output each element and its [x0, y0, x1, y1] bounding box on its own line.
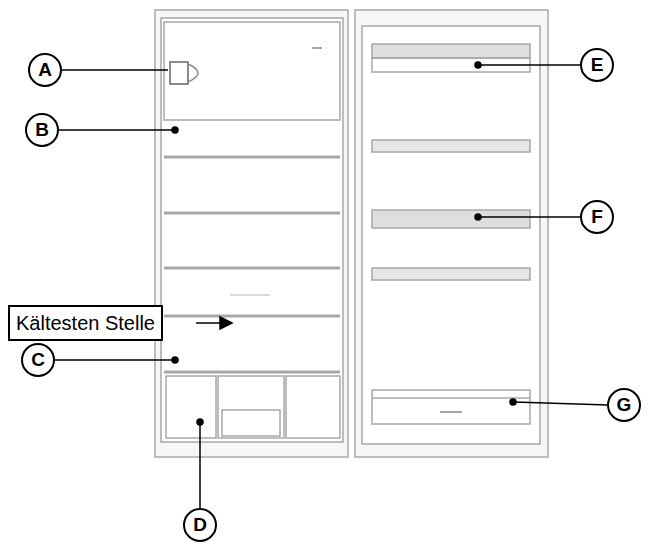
callout-circle: B	[25, 113, 59, 147]
callout-circle: C	[21, 343, 55, 377]
label-text: Kältesten Stelle	[16, 312, 155, 334]
callout-letter: A	[38, 59, 52, 81]
callout-letter: G	[617, 394, 632, 416]
callout-circle: A	[28, 53, 62, 87]
callout-circle: F	[580, 200, 614, 234]
callout-circle: E	[580, 48, 614, 82]
callout-letter: C	[31, 349, 45, 371]
callout-circle: G	[607, 388, 641, 422]
callout-letter: D	[193, 514, 207, 536]
callout-letter: E	[591, 54, 604, 76]
callout-letter: F	[591, 206, 603, 228]
callout-circle: D	[183, 508, 217, 542]
label-box: Kältesten Stelle	[8, 305, 163, 341]
callout-letter: B	[35, 119, 49, 141]
